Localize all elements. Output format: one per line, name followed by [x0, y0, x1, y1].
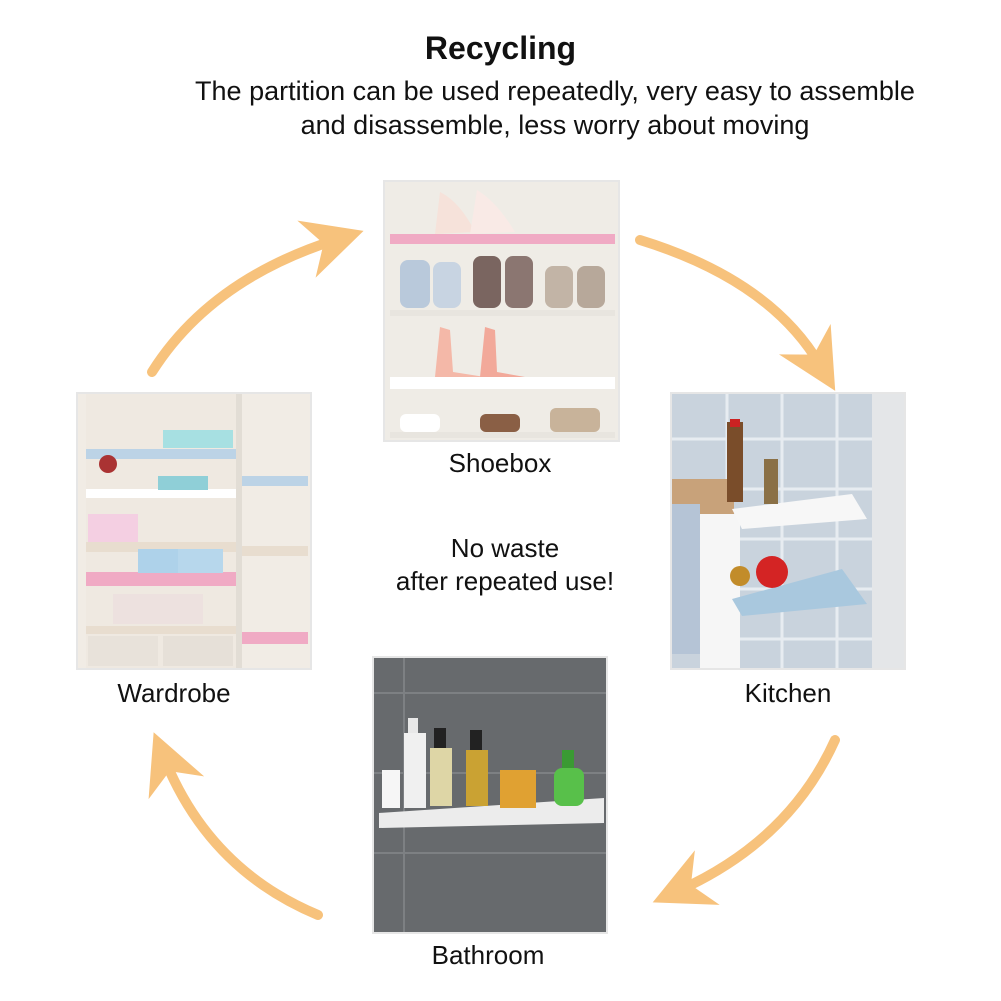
shoebox-photo: [383, 180, 620, 442]
center-line-2: after repeated use!: [395, 566, 615, 596]
subtitle-line-1: The partition can be used repeatedly, ve…: [195, 76, 915, 106]
subtitle: The partition can be used repeatedly, ve…: [150, 74, 960, 142]
center-message: No waste after repeated use!: [355, 532, 655, 598]
arrow-wardrobe-to-shoebox: [147, 220, 364, 377]
label-shoebox: Shoebox: [448, 448, 552, 478]
center-line-1: No waste: [450, 533, 560, 563]
wardrobe-photo: [76, 392, 312, 670]
bathroom-photo: [372, 656, 608, 934]
subtitle-line-2: and disassemble, less worry about moving: [300, 110, 810, 140]
arrow-kitchen-to-bathroom: [652, 735, 840, 905]
page-title: Recycling: [424, 30, 577, 66]
kitchen-photo: [670, 392, 906, 670]
label-kitchen: Kitchen: [744, 678, 832, 708]
arrow-bathroom-to-wardrobe: [148, 732, 323, 920]
label-wardrobe: Wardrobe: [117, 678, 231, 708]
arrow-shoebox-to-kitchen: [635, 235, 836, 391]
label-bathroom: Bathroom: [431, 940, 545, 970]
